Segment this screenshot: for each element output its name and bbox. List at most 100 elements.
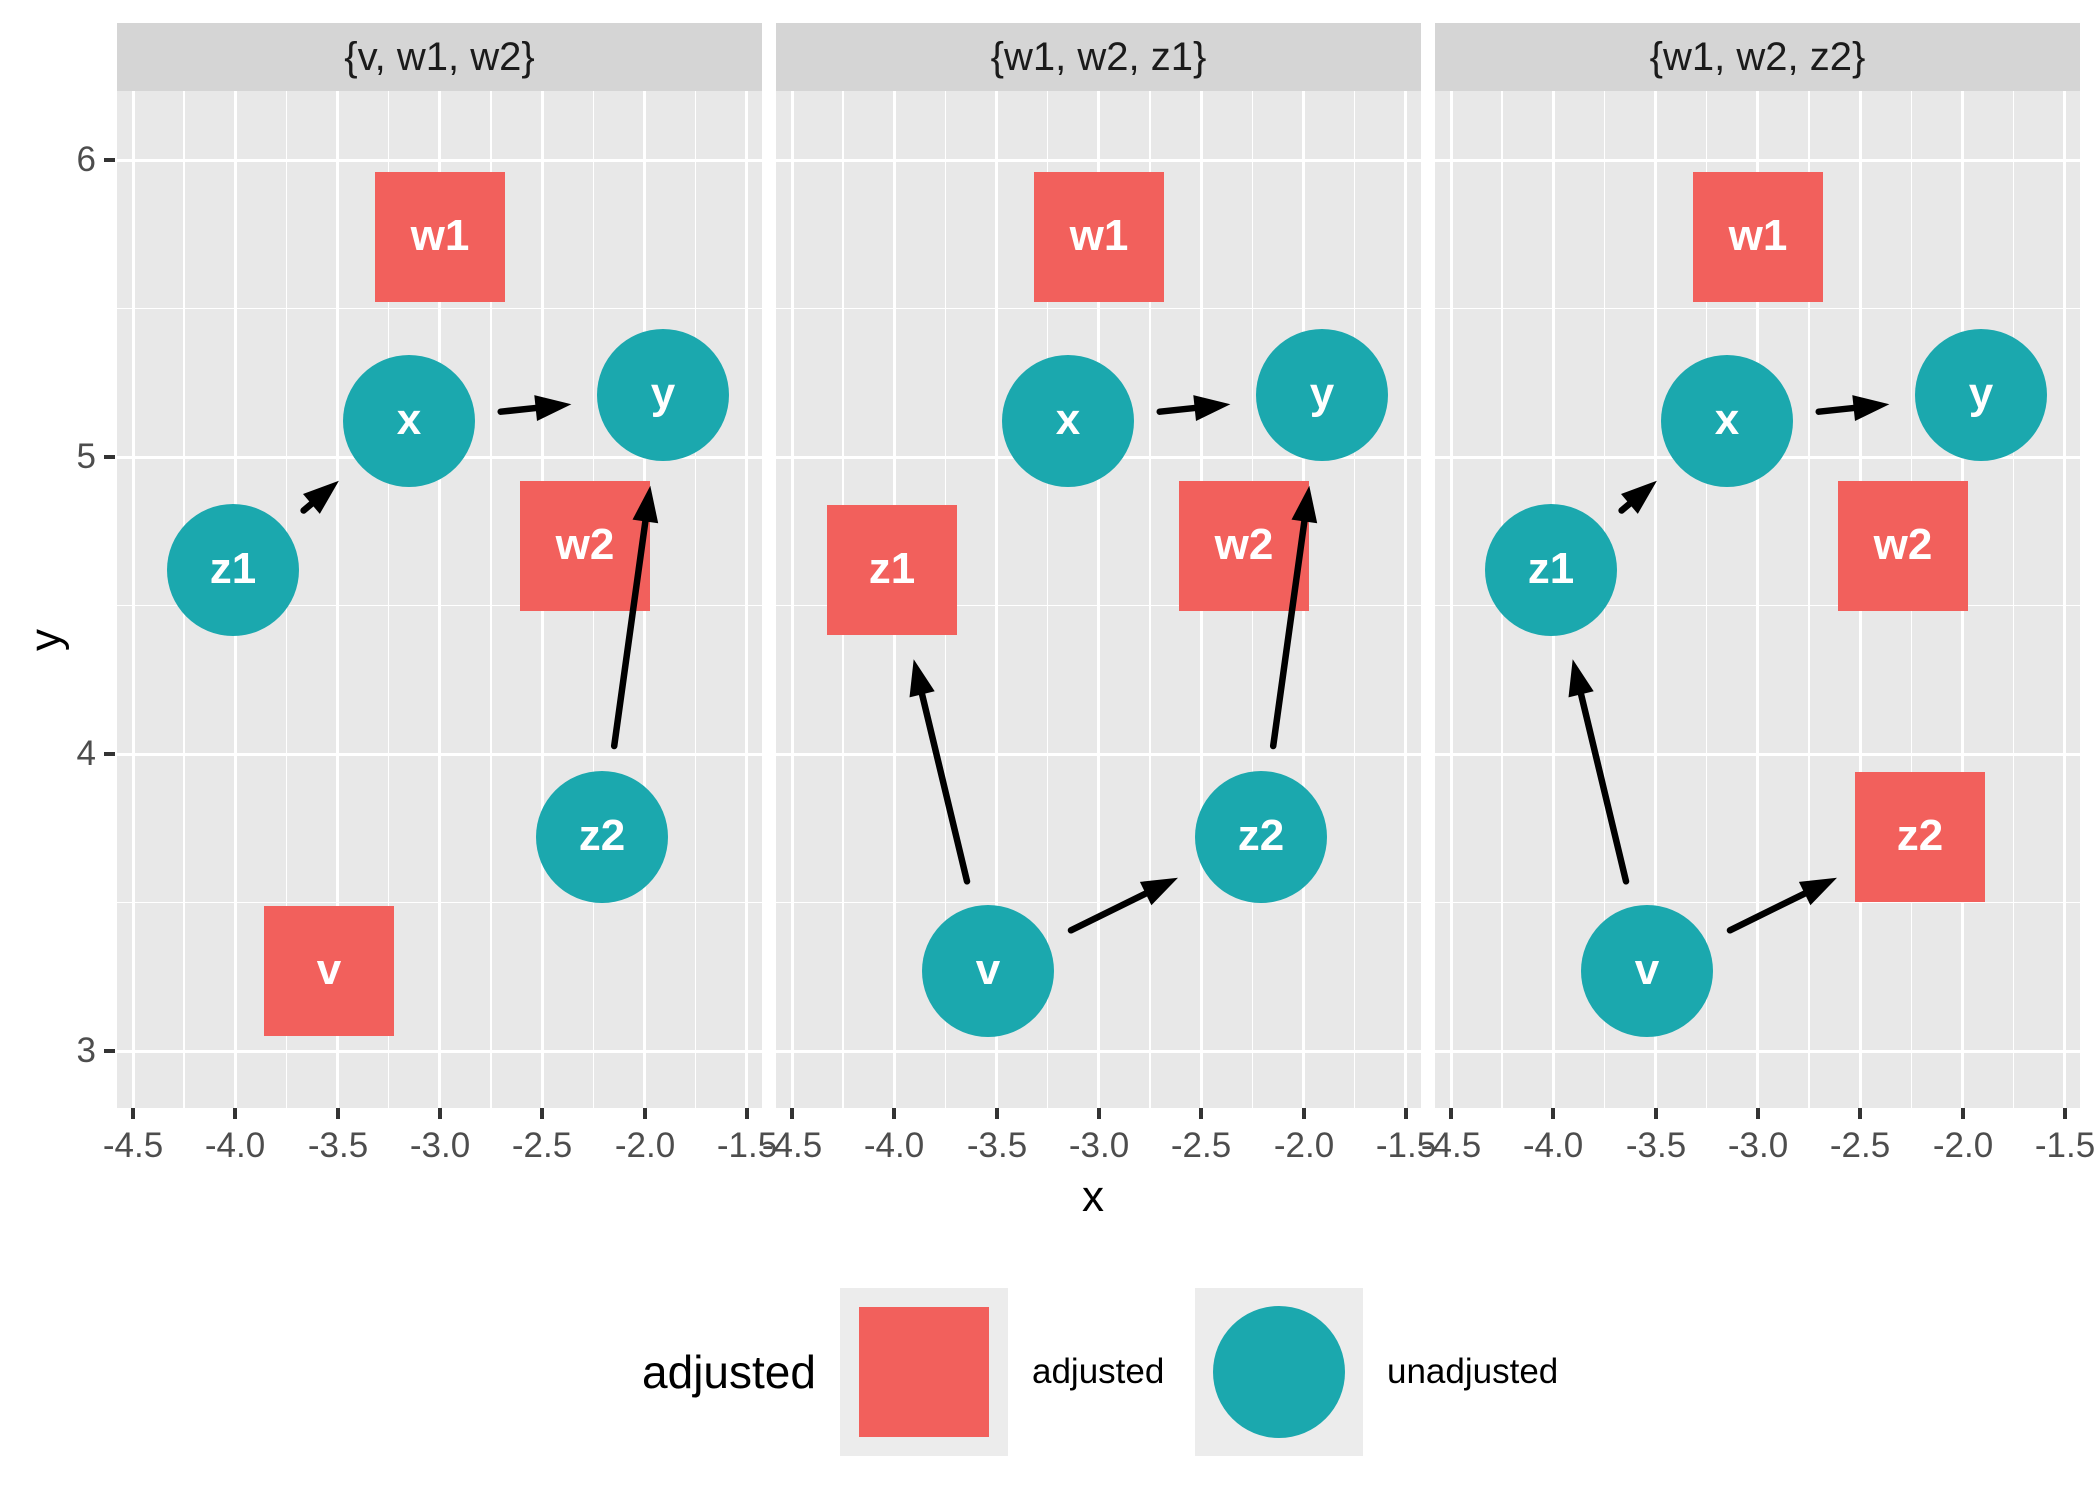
dag-node-v-unadjusted [1581, 905, 1713, 1037]
dag-node-z2-unadjusted [1195, 771, 1327, 903]
gridline-minor-x [2012, 91, 2015, 1108]
x-axis-tick-label: -3.5 [307, 1126, 369, 1165]
y-axis-tick [104, 158, 115, 162]
dag-edge-x-to-y [1815, 403, 1873, 415]
x-axis-tick-label: -2.0 [614, 1126, 676, 1165]
dag-node-v-adjusted [264, 906, 394, 1036]
x-axis-tick [1449, 1108, 1453, 1119]
x-axis-tick [540, 1108, 544, 1119]
gridline-minor-y [117, 901, 762, 904]
x-axis-tick [438, 1108, 442, 1119]
gridline-major-x [1449, 91, 1453, 1108]
gridline-major-x [1654, 91, 1658, 1108]
dag-node-z2-unadjusted [536, 771, 668, 903]
x-axis-tick-label: -4.5 [102, 1126, 164, 1165]
gridline-minor-x [1808, 91, 1810, 1108]
facet-strip: {w1, w2, z1} [776, 23, 1421, 91]
x-axis-tick [790, 1108, 794, 1119]
gridline-minor-y [1435, 604, 2080, 607]
gridline-major-y [776, 158, 1421, 162]
y-axis-tick-label: 5 [76, 437, 96, 476]
dag-node-y-unadjusted [1915, 329, 2047, 461]
dag-node-label-z1: z1 [209, 544, 257, 593]
dag-node-y-unadjusted [597, 329, 729, 461]
dag-node-x-unadjusted [1002, 355, 1134, 487]
x-axis-tick [1551, 1108, 1555, 1119]
dag-edge-x-to-y [1156, 403, 1214, 415]
dag-node-x-unadjusted [1661, 355, 1793, 487]
gridline-major-x [1756, 91, 1760, 1108]
x-axis-tick-label: -4.5 [761, 1126, 823, 1165]
x-axis-tick [1858, 1108, 1862, 1119]
legend-glyph-square [859, 1307, 989, 1437]
dag-edge-v-to-z1 [1574, 675, 1630, 885]
dag-node-y-unadjusted [1256, 329, 1388, 461]
dag-node-label-z2: z2 [1237, 811, 1285, 860]
x-axis-tick [995, 1108, 999, 1119]
gridline-major-x [790, 91, 794, 1108]
legend-key-adjusted [840, 1288, 1008, 1456]
dag-node-label-v: v [1634, 945, 1660, 994]
y-axis-title: y [21, 629, 70, 651]
facet-strip: {w1, w2, z2} [1435, 23, 2080, 91]
facet-strip-label: {w1, w2, z1} [990, 34, 1207, 79]
gridline-minor-x [694, 91, 697, 1108]
x-axis-tick-label: -2.5 [1170, 1126, 1232, 1165]
x-axis-tick [233, 1108, 237, 1119]
x-axis-tick-label: -4.0 [863, 1126, 925, 1165]
x-axis-tick [745, 1108, 749, 1119]
y-axis-tick [104, 1049, 115, 1053]
gridline-major-y [1435, 158, 2080, 162]
dag-edge-arrowhead-v-to-z1 [1568, 659, 1594, 698]
dag-node-label-w2: w2 [1873, 520, 1933, 569]
gridline-major-x [995, 91, 999, 1108]
dag-edge-v-to-z2 [1726, 883, 1823, 934]
legend-label-adjusted: adjusted [1032, 1352, 1165, 1391]
x-axis-tick [1961, 1108, 1965, 1119]
x-axis-tick [1404, 1108, 1408, 1119]
dag-node-v-unadjusted [922, 905, 1054, 1037]
dag-node-label-w2: w2 [555, 520, 615, 569]
x-axis-tick-label: -2.5 [511, 1126, 573, 1165]
dag-node-z1-unadjusted [1485, 504, 1617, 636]
gridline-minor-y [117, 307, 762, 310]
dag-node-label-w1: w1 [410, 211, 470, 260]
gridline-minor-x [490, 91, 492, 1108]
gridline-minor-x [1353, 91, 1356, 1108]
facet-strip-label: {v, w1, w2} [344, 34, 535, 79]
x-axis-tick-label: -1.5 [716, 1126, 778, 1165]
x-axis-tick-label: -3.0 [409, 1126, 471, 1165]
y-axis-tick [104, 455, 115, 459]
dag-node-label-x: x [396, 395, 422, 444]
gridline-major-x [2063, 91, 2067, 1108]
dag-node-label-z1: z1 [868, 544, 916, 593]
gridline-major-x [336, 91, 340, 1108]
legend-glyph-circle [1213, 1306, 1345, 1438]
x-axis-tick-label: -3.0 [1068, 1126, 1130, 1165]
legend-title: adjusted [642, 1346, 816, 1398]
x-axis-tick-label: -2.0 [1273, 1126, 1335, 1165]
dag-edge-z1-to-x [1618, 490, 1646, 514]
dag-node-label-y: y [1309, 369, 1335, 418]
y-axis-tick-label: 3 [76, 1031, 96, 1070]
dag-node-z1-adjusted [827, 505, 957, 635]
x-axis-tick [1756, 1108, 1760, 1119]
gridline-major-x [438, 91, 442, 1108]
gridline-major-x [131, 91, 135, 1108]
dag-node-label-z1: z1 [1527, 544, 1575, 593]
gridline-major-y [776, 1049, 1421, 1053]
gridline-minor-x [1046, 91, 1049, 1108]
dag-node-label-x: x [1055, 395, 1081, 444]
x-axis-tick-label: -2.0 [1932, 1126, 1994, 1165]
x-axis-tick [2063, 1108, 2067, 1119]
dag-node-w1-adjusted [1034, 172, 1164, 302]
gridline-major-y [117, 1049, 762, 1053]
x-axis-tick [892, 1108, 896, 1119]
dag-edge-arrowhead-v-to-z1 [909, 659, 935, 698]
facet-strip: {v, w1, w2} [117, 23, 762, 91]
gridline-major-y [776, 752, 1421, 756]
x-axis-tick [1097, 1108, 1101, 1119]
